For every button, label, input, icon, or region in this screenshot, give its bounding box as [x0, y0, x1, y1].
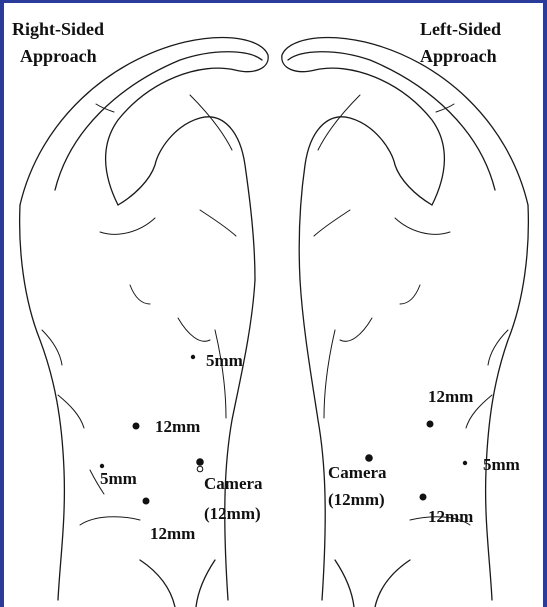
left-label-5mm-lateral: 5mm	[483, 455, 520, 474]
right-label-camera-line1: Camera	[204, 474, 263, 493]
left-label-camera-line2: (12mm)	[328, 490, 385, 509]
right-port-5mm-lateral-dot	[100, 464, 104, 468]
left-label-12mm-upper: 12mm	[428, 387, 473, 406]
right-port-5mm-upper-dot	[191, 355, 195, 359]
right-sided-title-line1: Right-Sided	[12, 19, 104, 39]
right-label-5mm-lateral: 5mm	[100, 469, 137, 488]
right-label-12mm-lower: 12mm	[150, 524, 195, 543]
left-sided-title-line2: Approach	[420, 46, 497, 66]
left-port-12mm-lower-dot	[420, 494, 427, 501]
right-port-camera-dot	[196, 458, 204, 466]
left-port-12mm-upper-dot	[427, 421, 434, 428]
right-label-camera-line2: (12mm)	[204, 504, 261, 523]
left-port-5mm-lateral-dot	[463, 461, 467, 465]
right-sided-title-line2: Approach	[20, 46, 97, 66]
left-label-12mm-lower: 12mm	[428, 507, 473, 526]
left-sided-torso-figure	[282, 38, 529, 607]
left-port-camera-dot	[365, 454, 373, 462]
left-label-camera-line1: Camera	[328, 463, 387, 482]
right-label-12mm-upper: 12mm	[155, 417, 200, 436]
right-port-12mm-lower-dot	[143, 498, 150, 505]
left-sided-title-line1: Left-Sided	[420, 19, 501, 39]
right-port-12mm-upper-dot	[133, 423, 140, 430]
right-label-5mm-upper: 5mm	[206, 351, 243, 370]
right-port-camera-ring	[197, 466, 203, 472]
